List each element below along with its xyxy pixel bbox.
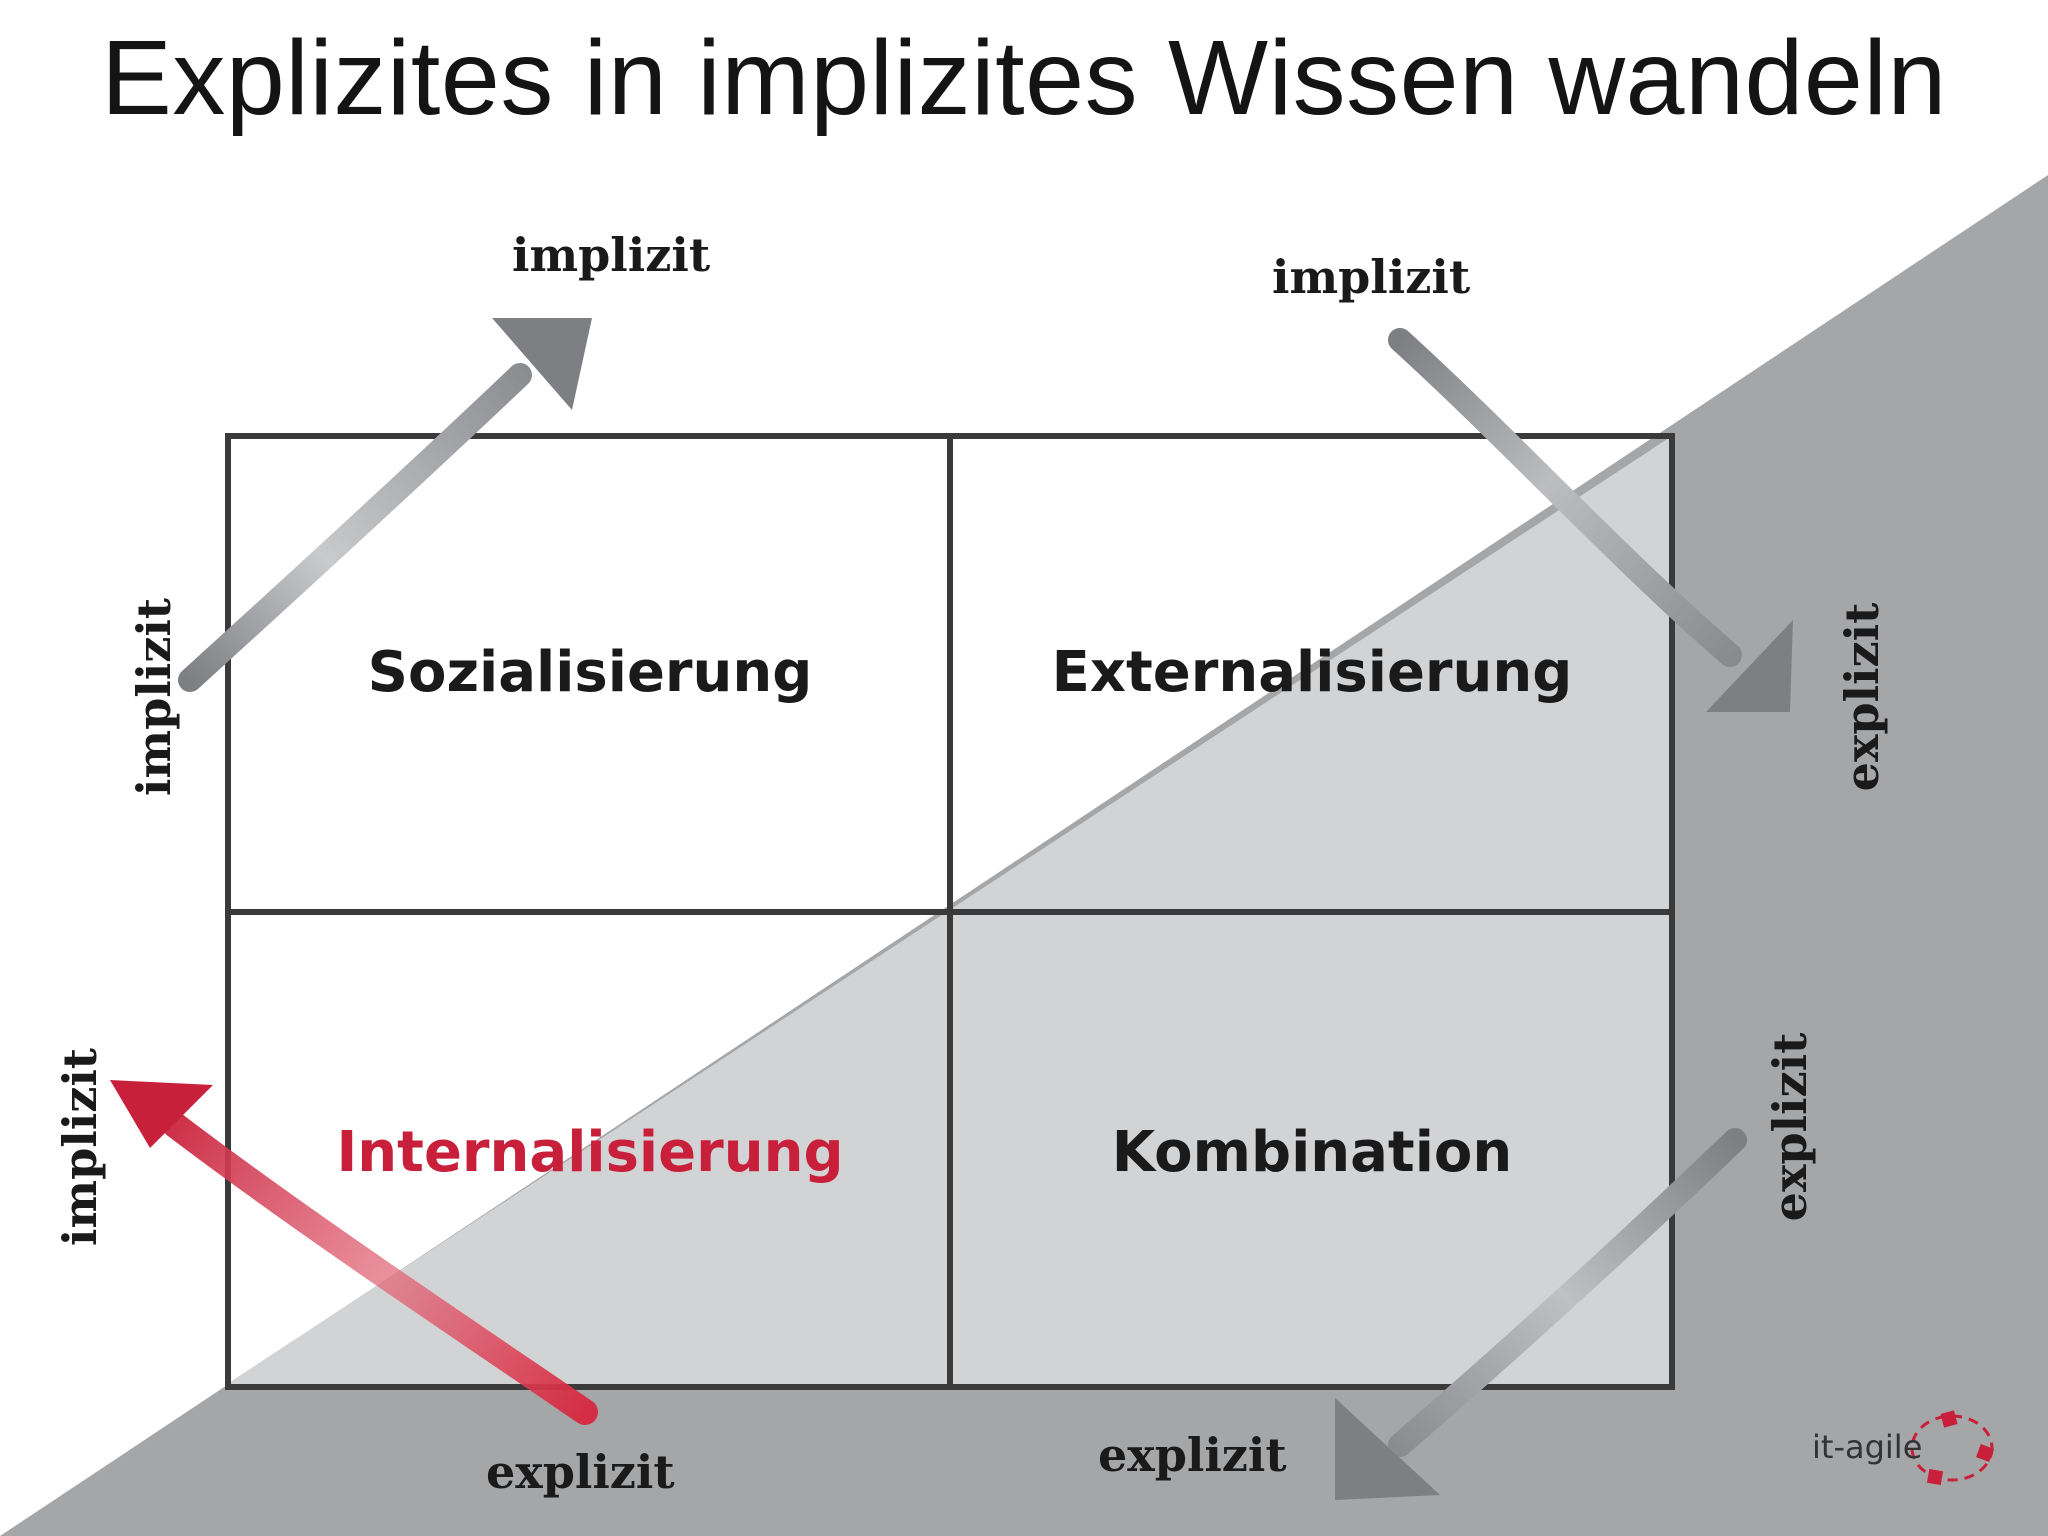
arrow-internalization bbox=[110, 1080, 598, 1425]
quadrant-label-internalization: Internalisierung bbox=[336, 1120, 844, 1185]
axis-label-bottom-left: explizit bbox=[486, 1445, 675, 1499]
axis-label-left-upper: implizit bbox=[127, 597, 181, 797]
axis-label-top-right: implizit bbox=[1272, 250, 1471, 304]
quadrant-grid bbox=[225, 433, 1675, 1390]
arrow-socialization bbox=[178, 318, 592, 692]
axis-label-top-left: implizit bbox=[512, 228, 711, 282]
axis-label-right-lower: explizit bbox=[1763, 1032, 1817, 1222]
arrow-externalization bbox=[1388, 328, 1793, 712]
arrow-combination bbox=[1335, 1128, 1747, 1500]
axis-label-bottom-right: explizit bbox=[1098, 1428, 1287, 1482]
logo-mark bbox=[1910, 1410, 1994, 1486]
logo-text: it-agile bbox=[1812, 1428, 1923, 1466]
axis-label-left-lower: implizit bbox=[53, 1047, 107, 1247]
axis-label-right-upper: explizit bbox=[1835, 602, 1889, 792]
quadrant-label-externalization: Externalisierung bbox=[1051, 640, 1573, 705]
quadrant-label-combination: Kombination bbox=[1111, 1120, 1513, 1185]
quadrant-label-socialization: Sozialisierung bbox=[367, 640, 813, 705]
page-title: Explizites in implizites Wissen wandeln bbox=[101, 19, 1947, 137]
